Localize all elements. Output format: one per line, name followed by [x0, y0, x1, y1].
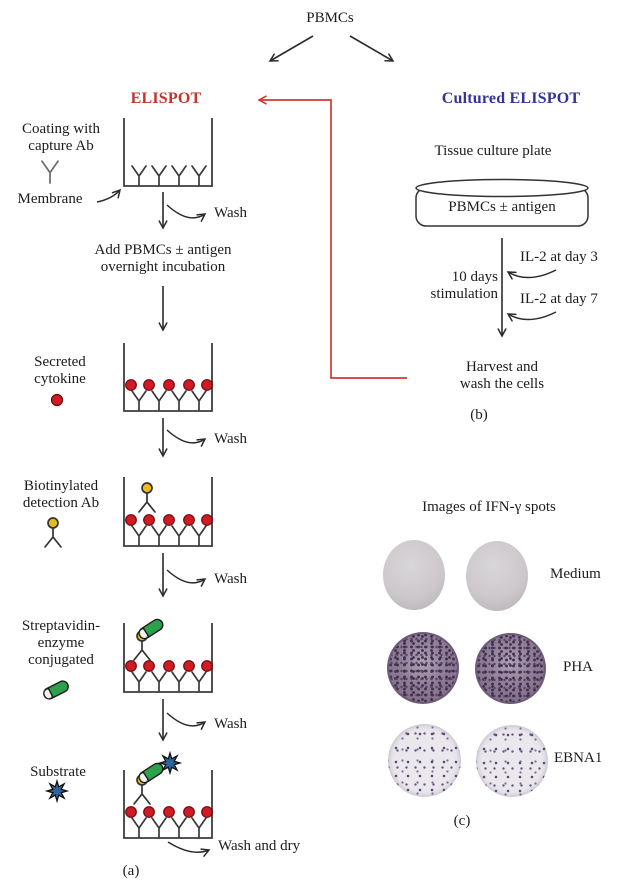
secreted-cytokine-label: Secreted cytokine — [34, 354, 86, 387]
il2-day7-arrow — [506, 311, 557, 322]
add-pbmcs-label: Add PBMCs ± antigen overnight incubation — [94, 242, 232, 275]
panel-c-tag: (c) — [453, 813, 471, 829]
pha-row-label: PHA — [563, 659, 594, 675]
medium-row-label: Medium — [550, 566, 601, 582]
capture-antibody-row-3 — [132, 526, 206, 545]
stimulation-label: 10 days stimulation — [430, 269, 499, 302]
wash-arrow-4 — [166, 712, 207, 730]
wash-label-4: Wash — [214, 716, 247, 732]
capture-antibody-row-1 — [132, 166, 206, 185]
well-substrate — [123, 770, 213, 839]
tissue-plate-label: Tissue culture plate — [434, 143, 552, 159]
streptavidin-enzyme-icon — [41, 678, 71, 702]
wash-and-dry-arrow — [167, 841, 211, 857]
enzyme-in-well — [136, 616, 166, 642]
enzyme-in-well-substrate — [136, 760, 166, 786]
root-node-label: PBMCs — [306, 10, 354, 26]
harvest-label: Harvest and wash the cells — [459, 359, 545, 392]
cytokine-dot-row-4 — [125, 806, 213, 818]
well-image-medium-2 — [466, 541, 528, 611]
well-cytokine — [123, 343, 213, 412]
well-coating — [123, 118, 213, 187]
wash-arrow-3 — [166, 569, 207, 587]
well-image-medium-1 — [383, 540, 445, 610]
substrate-star-in-well — [159, 752, 181, 774]
il2-day7-label: IL-2 at day 7 — [520, 291, 598, 307]
wash-label-1: Wash — [214, 205, 247, 221]
biotinylated-label: Biotinylated detection Ab — [22, 478, 100, 511]
capture-antibody-icon — [41, 160, 59, 184]
substrate-label: Substrate — [30, 764, 86, 780]
branch-arrow-right — [349, 35, 395, 62]
wash-and-dry-label: Wash and dry — [218, 838, 301, 854]
il2-day3-label: IL-2 at day 3 — [520, 249, 598, 265]
cultured-to-elispot-connector — [257, 95, 407, 379]
secreted-cytokine-icon — [50, 393, 64, 407]
branch-arrow-left — [268, 35, 314, 62]
cytokine-dot-row-3 — [125, 660, 213, 672]
panel-b-tag: (b) — [470, 407, 488, 423]
wash-arrow-1 — [166, 204, 207, 222]
cytokine-dot-row-1 — [125, 379, 213, 391]
biotinylated-detection-ab-icon — [44, 517, 62, 548]
wash-label-2: Wash — [214, 431, 247, 447]
well-image-ebna1-1 — [388, 724, 461, 797]
il2-day3-arrow — [506, 269, 557, 280]
well-detection-ab — [123, 477, 213, 547]
wash-label-3: Wash — [214, 571, 247, 587]
substrate-icon — [46, 780, 68, 802]
coating-label: Coating with capture Ab — [22, 121, 100, 154]
panel-a-tag: (a) — [122, 863, 140, 879]
membrane-label: Membrane — [17, 191, 83, 207]
wash-arrow-2 — [166, 429, 207, 447]
capture-antibody-row-5 — [132, 818, 206, 837]
cytokine-dot-row-2 — [125, 514, 213, 526]
panel-a-title: ELISPOT — [130, 90, 202, 107]
streptavidin-label: Streptavidin- enzyme conjugated — [21, 618, 101, 668]
panel-c-title: Images of IFN-γ spots — [422, 499, 556, 515]
well-image-ebna1-2 — [476, 725, 548, 797]
membrane-pointer-arrow — [96, 188, 122, 203]
well-image-pha-2 — [475, 633, 546, 704]
capture-antibody-row-2 — [132, 391, 206, 410]
detection-ab-in-well — [138, 482, 156, 513]
well-image-pha-1 — [387, 632, 459, 704]
ebna1-row-label: EBNA1 — [554, 750, 603, 766]
well-streptavidin — [123, 623, 213, 693]
capture-antibody-row-4 — [132, 672, 206, 691]
petri-dish-rim — [415, 178, 589, 198]
panel-b-title: Cultured ELISPOT — [441, 90, 581, 107]
dish-content-label: PBMCs ± antigen — [448, 199, 556, 215]
